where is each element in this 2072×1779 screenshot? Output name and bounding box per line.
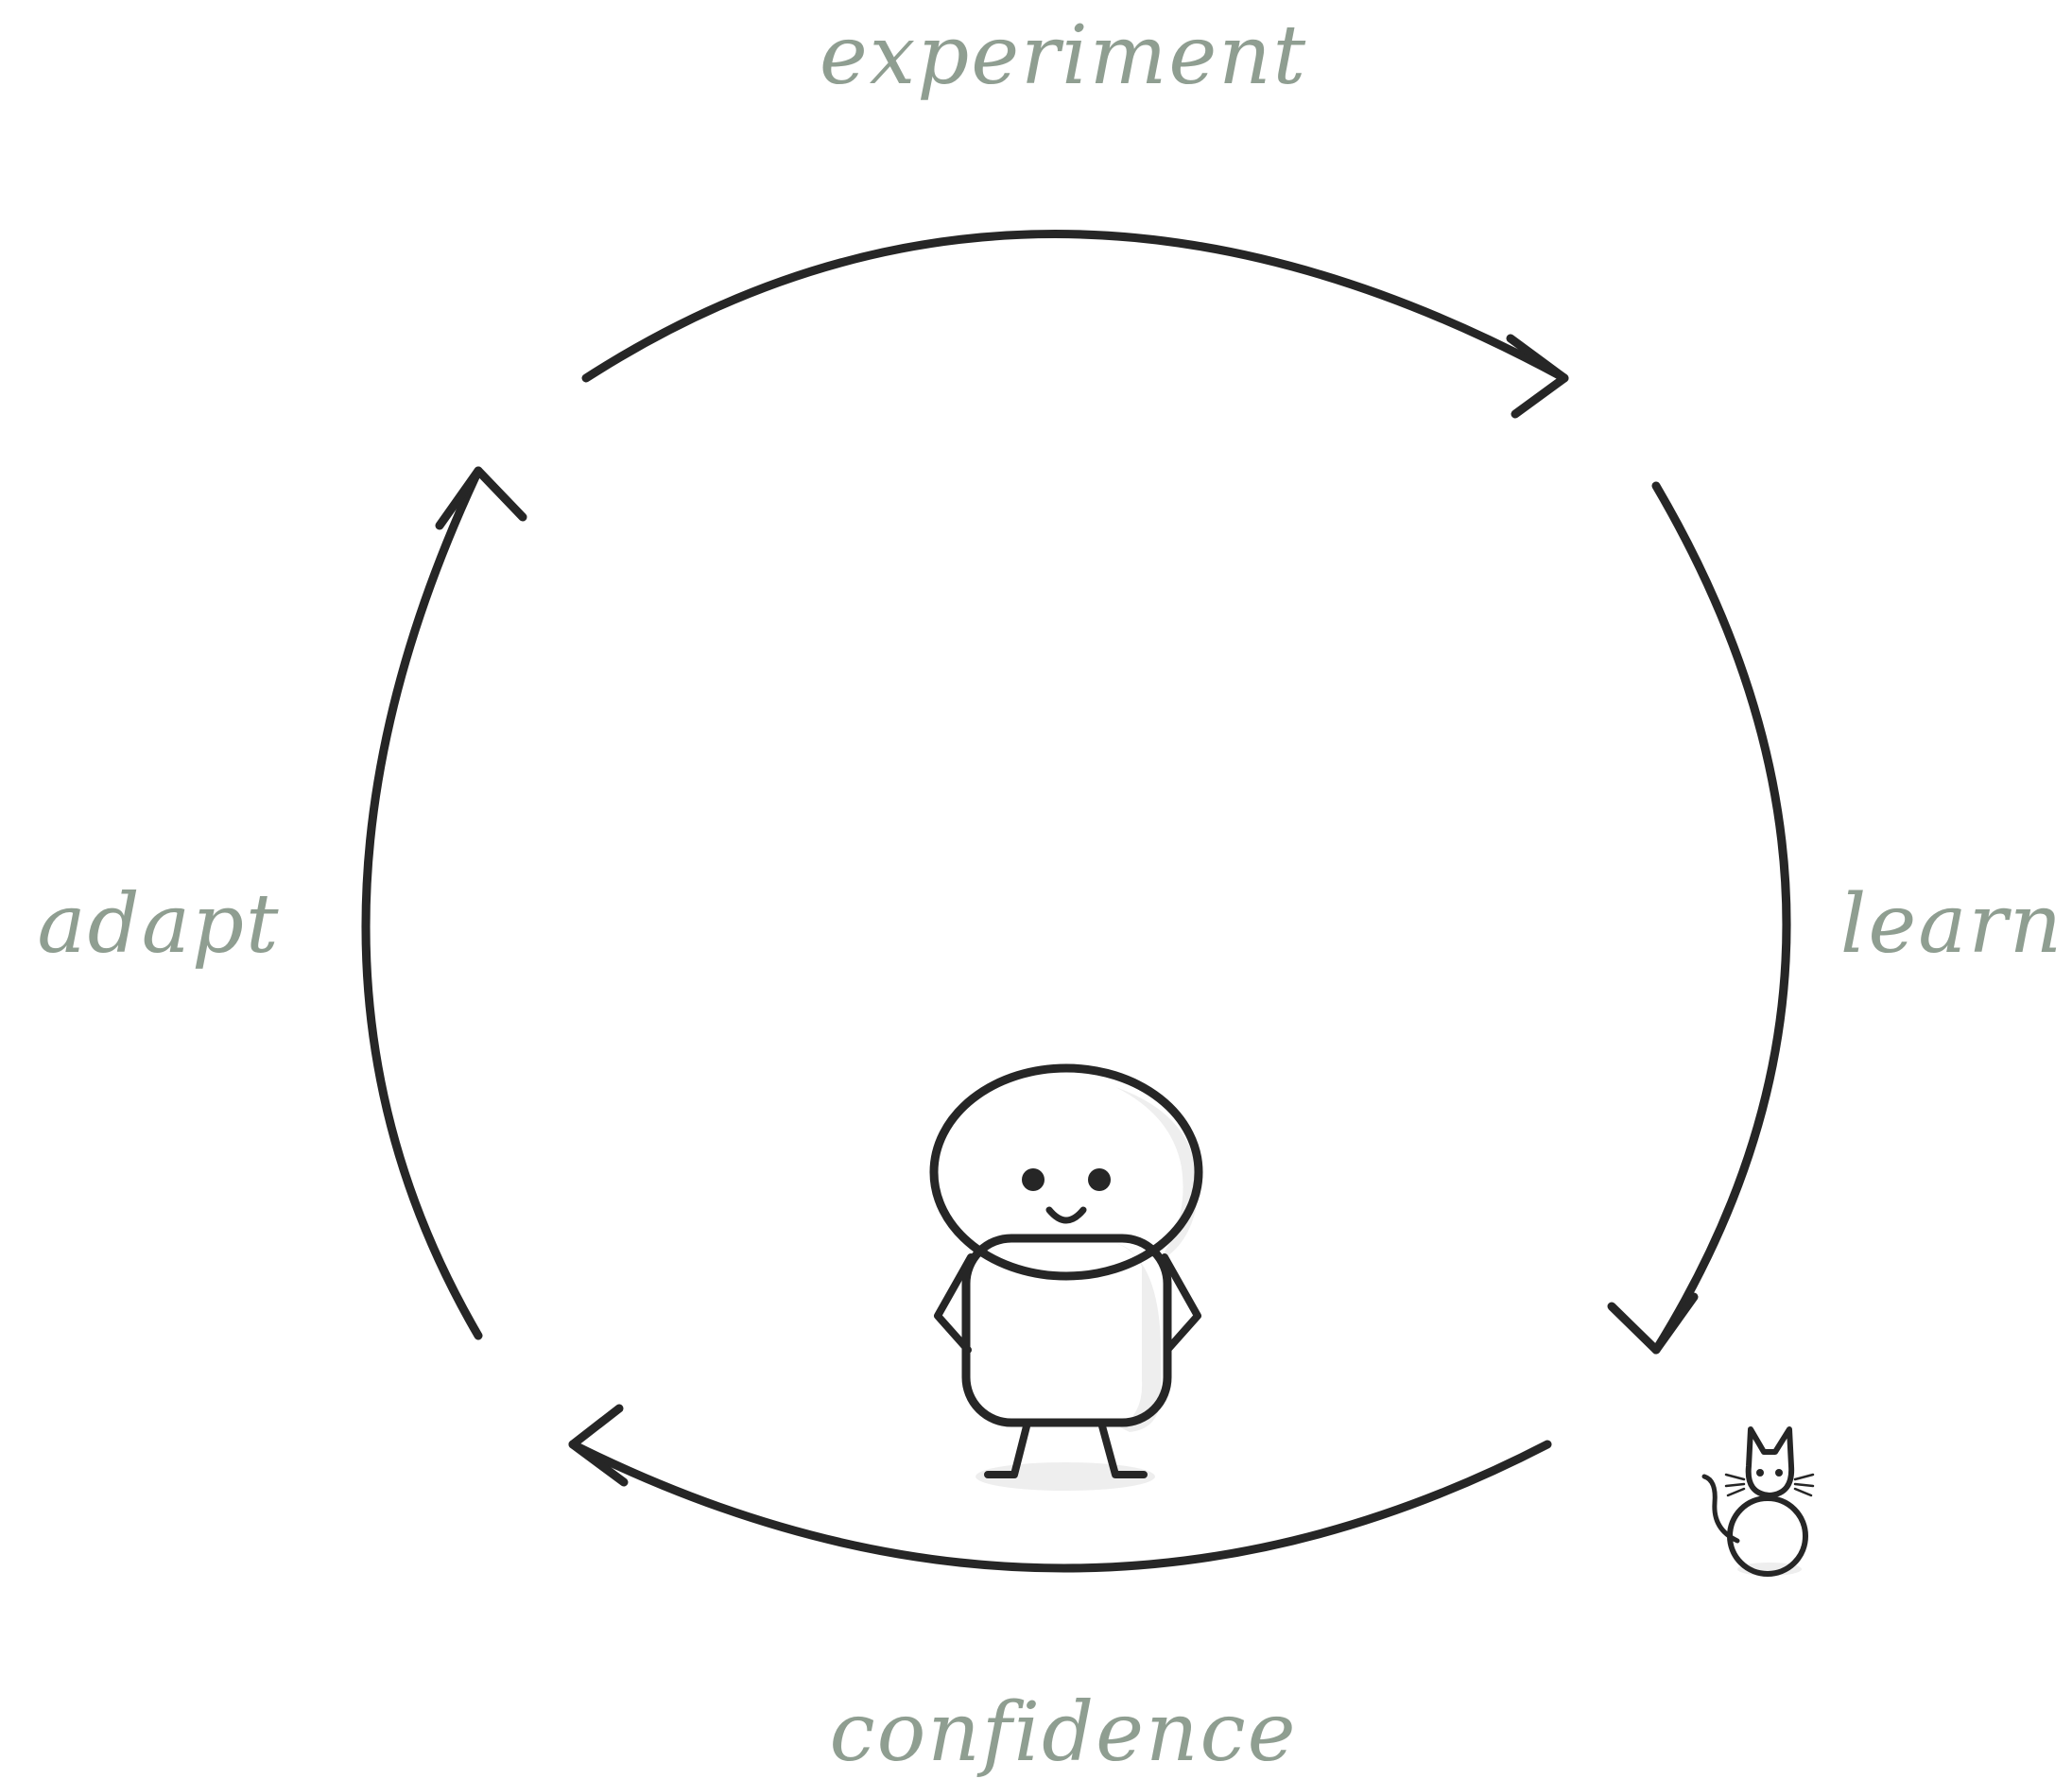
cycle-labels: experiment learn confidence adapt <box>37 9 2063 1779</box>
cat-whiskers <box>1724 1473 1815 1497</box>
label-experiment: experiment <box>820 9 1307 103</box>
person-body-shadow <box>1115 1243 1161 1432</box>
person-icon <box>929 1063 1203 1491</box>
cat-icon <box>1701 1426 1815 1577</box>
arc-confidence <box>568 1440 1552 1573</box>
cat-head <box>1745 1426 1795 1498</box>
label-adapt: adapt <box>37 877 280 972</box>
person-right-leg <box>1097 1419 1148 1478</box>
cycle-arrows <box>361 230 1791 1573</box>
cat-body <box>1727 1495 1808 1577</box>
label-confidence: confidence <box>829 1685 1297 1779</box>
arrowhead-learn <box>1607 1292 1699 1355</box>
cat-right-eye <box>1775 1469 1783 1477</box>
cat-tail <box>1701 1474 1740 1544</box>
person-head <box>929 1063 1203 1281</box>
arc-adapt <box>361 466 483 1340</box>
cat-left-eye <box>1756 1469 1764 1477</box>
person-right-eye <box>1088 1168 1111 1191</box>
person-head-shadow <box>1115 1087 1198 1262</box>
arc-learn <box>1651 481 1791 1355</box>
person-smile <box>1045 1206 1087 1224</box>
person-right-arm <box>1161 1253 1201 1354</box>
person-body <box>961 1234 1172 1427</box>
label-learn: learn <box>1840 877 2063 972</box>
arrowhead-experiment <box>1506 334 1569 419</box>
arc-experiment <box>581 230 1569 383</box>
arrowhead-confidence <box>568 1404 629 1487</box>
person-left-arm <box>934 1253 975 1354</box>
person-left-eye <box>1022 1168 1045 1191</box>
person-left-leg <box>984 1419 1031 1478</box>
arrowhead-adapt <box>435 466 527 530</box>
